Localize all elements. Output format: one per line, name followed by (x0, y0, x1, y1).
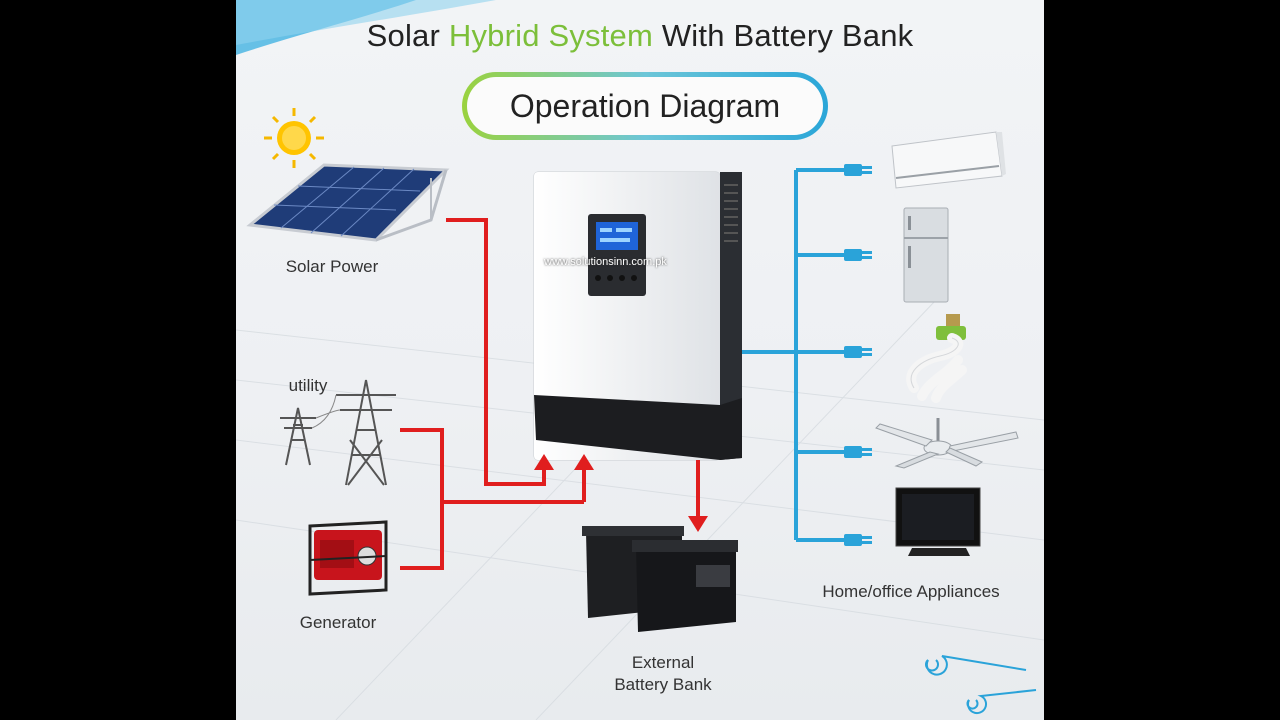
title-part-battery: With Battery Bank (661, 18, 914, 53)
input-power-lines (400, 218, 700, 570)
solar-power-label: Solar Power (285, 257, 379, 276)
appliances-label: Home/office Appliances (822, 582, 1000, 601)
battery-label-line1: External (631, 653, 695, 672)
inverter-icon (533, 171, 742, 461)
light-bulb-icon (906, 314, 967, 403)
battery-bank-icon (582, 526, 738, 632)
title-part-solar: Solar (366, 18, 441, 53)
title-part-hybrid: Hybrid System (448, 18, 654, 53)
generator-label: Generator (299, 613, 377, 632)
subtitle-badge: Operation Diagram (462, 72, 828, 140)
generator-icon (308, 520, 388, 596)
refrigerator-icon (903, 207, 949, 303)
utility-tower-icon (280, 379, 396, 486)
page-title: Solar Hybrid System With Battery Bank (236, 18, 1044, 54)
battery-bank-label: External Battery Bank (598, 652, 728, 696)
output-power-lines (742, 168, 846, 542)
connection-diagram (236, 108, 1044, 720)
solar-panel-icon (246, 163, 450, 242)
swirl-decoration (925, 655, 1037, 715)
diagram-canvas: Solar Hybrid System With Battery Bank Op… (236, 0, 1044, 720)
ceiling-fan-icon (875, 418, 1019, 469)
sun-icon (264, 108, 324, 168)
output-plug-icons (844, 164, 872, 546)
battery-label-line2: Battery Bank (614, 675, 712, 694)
watermark-url: www.solutionsinn.com.pk (544, 256, 667, 268)
utility-label: utility (288, 376, 328, 395)
input-arrowheads (534, 454, 708, 532)
subtitle-text: Operation Diagram (467, 77, 823, 135)
top-wave-decoration (236, 0, 496, 55)
air-conditioner-icon (891, 131, 1006, 189)
television-icon (895, 487, 981, 556)
